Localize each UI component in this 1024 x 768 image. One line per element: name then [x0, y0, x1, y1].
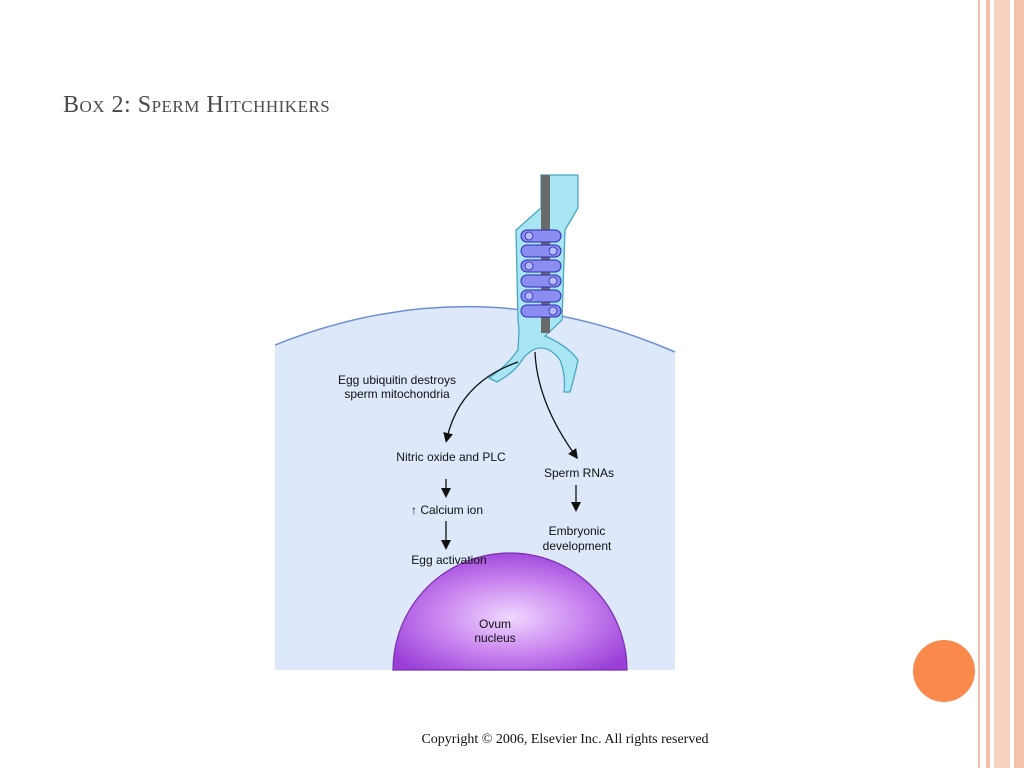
label-embryonic-line1: Embryonic	[549, 524, 606, 538]
border-stripe-2	[986, 0, 990, 768]
sperm-mitochondria	[520, 229, 562, 318]
border-stripe-4	[1014, 0, 1024, 768]
label-egg-activation: Egg activation	[411, 553, 486, 567]
label-embryonic-line2: development	[543, 539, 612, 553]
fertilization-diagram: Egg ubiquitin destroys sperm mitochondri…	[275, 170, 675, 672]
label-nitric-oxide: Nitric oxide and PLC	[396, 450, 506, 464]
border-stripe-1	[978, 0, 980, 768]
arrow-to-sperm-rnas	[534, 351, 578, 460]
label-ovum-line2: nucleus	[474, 631, 515, 645]
label-calcium-ion: ↑ Calcium ion	[411, 503, 483, 517]
label-ubiquitin-line2: sperm mitochondria	[344, 387, 450, 401]
arrow-to-nitric-oxide	[443, 361, 519, 443]
border-stripe-3	[994, 0, 1010, 768]
label-ubiquitin-line1: Egg ubiquitin destroys	[338, 373, 456, 387]
ovum-nucleus	[392, 552, 628, 671]
copyright-notice: Copyright © 2006, Elsevier Inc. All righ…	[421, 732, 709, 747]
egg-membrane	[275, 305, 675, 353]
slide-title: Box 2: Sperm Hitchhikers	[63, 92, 331, 118]
label-sperm-rnas: Sperm RNAs	[544, 466, 614, 480]
label-ovum-line1: Ovum	[479, 617, 511, 631]
decorative-orange-dot	[913, 640, 975, 702]
